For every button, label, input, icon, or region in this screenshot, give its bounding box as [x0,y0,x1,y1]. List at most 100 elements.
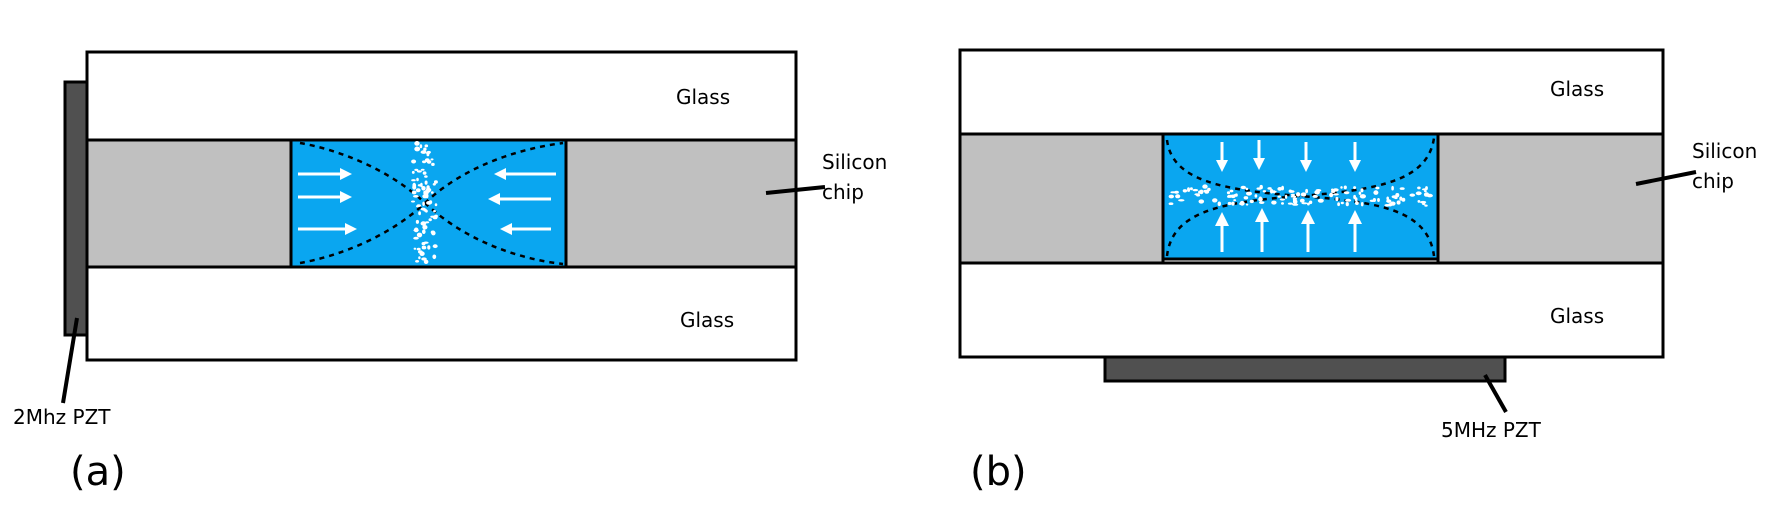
glass-top-b [958,48,1665,136]
panel-a: Glass Glass Silicon chip 2Mhz PZT (a) [13,50,887,495]
glass-bottom-label-a: Glass [680,308,734,332]
particle [1315,189,1322,192]
particle [1332,188,1339,192]
particle [422,194,428,199]
particle [434,203,438,207]
pressure-profile-curve-a2 [299,141,564,265]
particle [1343,191,1350,195]
particle [1300,192,1307,197]
particle [1331,188,1334,192]
silicon-right-a [564,138,798,269]
silicon-label-b-line1: Silicon [1692,139,1757,163]
particle-band-a [411,141,438,264]
particle [413,195,419,198]
glass-bottom-a [85,265,798,362]
particle [1290,195,1297,198]
particle [422,160,427,164]
particle [1421,188,1428,191]
particle [1373,190,1379,195]
particle [421,186,426,191]
silicon-leader-line-b [1635,170,1697,186]
particle [1271,190,1277,193]
particle [430,158,434,161]
particle [1354,197,1358,202]
particle [416,247,421,251]
glass-top-label-b: Glass [1550,77,1604,101]
particle [428,218,432,222]
particle [416,177,419,182]
particle [1277,195,1281,198]
particle [424,180,428,185]
particle [1229,189,1234,193]
particle [416,232,423,238]
arrow-left-icon [494,168,556,180]
arrow-down-icon [1300,142,1312,172]
particle [1399,196,1403,201]
particle [1396,200,1401,205]
particle [1279,198,1286,201]
arrow-left-icon [500,223,551,235]
particle [1198,199,1205,204]
particle [1337,202,1340,207]
particle [1233,199,1237,202]
particle [422,171,427,175]
arrow-up-icon [1255,208,1269,252]
particle [1189,187,1193,191]
particle [1343,185,1347,190]
particle [1292,199,1298,204]
particle [1391,195,1398,199]
particle [415,188,421,193]
particle [1359,194,1366,199]
particle [1353,186,1357,190]
particle [1340,186,1343,189]
silicon-right-b [1436,132,1665,265]
particle [419,251,425,256]
particle [1333,193,1339,196]
particle [1331,190,1336,193]
particle [423,259,429,264]
silicon-leader-line-a [765,185,826,195]
particle [1345,198,1352,202]
force-arrows-a [298,168,556,235]
particle [423,147,427,151]
caption-b: (b) [970,449,1027,495]
pzt-leader-line-a [61,317,79,404]
pzt-transducer-b [1103,355,1507,383]
particle [1305,188,1308,194]
arrow-up-icon [1215,212,1229,252]
particle [1317,198,1324,203]
particle [1358,191,1362,195]
silicon-label-b-line2: chip [1692,169,1734,193]
particle [422,229,426,234]
particle [1355,201,1359,206]
particle [1174,190,1179,194]
arrow-right-icon [298,191,352,203]
particle [414,141,420,146]
glass-top-label-a: Glass [676,85,730,109]
particle [1417,200,1421,203]
particle [1415,191,1422,196]
particle [417,184,422,187]
particle [1307,202,1310,206]
particle [419,144,423,149]
particle [1269,189,1274,194]
caption-a: (a) [70,449,126,495]
particle [1243,196,1249,200]
particle [411,200,415,203]
particle [432,254,437,260]
particle [1292,197,1298,201]
particle [1360,188,1364,193]
particle [1308,200,1313,205]
force-arrows-b [1215,140,1362,252]
particle [1254,194,1258,198]
particle [1426,193,1433,198]
pzt-label-a: 2Mhz PZT [13,405,111,429]
particle [418,211,421,216]
particle [1399,187,1405,190]
silicon-left-b [958,132,1165,265]
particle [1259,201,1265,205]
particle [434,214,438,218]
particle [1259,184,1263,190]
particle [1239,202,1244,206]
